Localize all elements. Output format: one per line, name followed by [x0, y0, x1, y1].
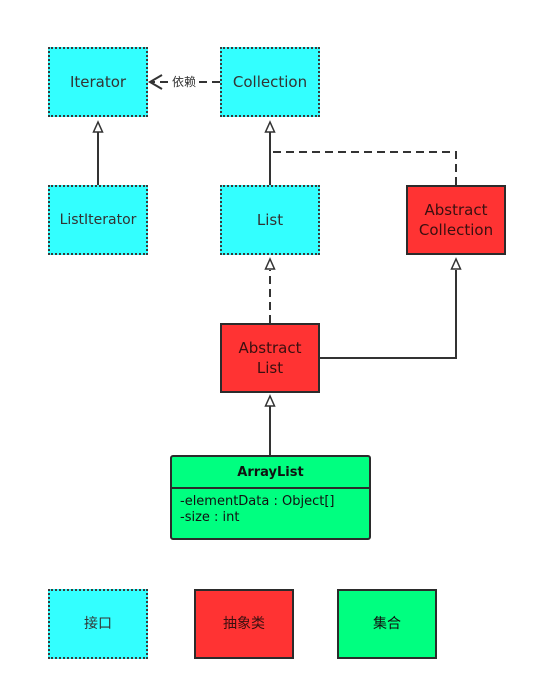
legend-interface-label: 接口: [84, 616, 112, 632]
edge-abstractcollection-to-collection: [270, 151, 457, 185]
arraylist-class[interactable]: ArrayList -elementData : Object[] -size …: [170, 455, 371, 540]
arraylist-attr-size: -size : int: [180, 510, 240, 525]
collection-node[interactable]: Collection: [220, 47, 320, 117]
abstractcollection-node[interactable]: Abstract Collection: [406, 185, 506, 255]
arraylist-title: ArrayList: [172, 457, 369, 489]
arraylist-attributes: -elementData : Object[] -size : int: [172, 489, 369, 526]
arraylist-attr-elementdata: -elementData : Object[]: [180, 494, 335, 509]
legend-interface: 接口: [48, 589, 148, 659]
dependency-label: 依赖: [171, 75, 198, 89]
iterator-label: Iterator: [69, 73, 127, 91]
abstractcollection-label-line1: Abstract: [424, 201, 488, 219]
list-node[interactable]: List: [220, 185, 320, 255]
abstractlist-node[interactable]: Abstract List: [220, 323, 320, 393]
collection-label: Collection: [232, 73, 308, 91]
edge-abstractlist-to-list: [264, 257, 276, 323]
legend-abstract-label: 抽象类: [223, 616, 265, 632]
abstractlist-label-line1: Abstract: [238, 339, 302, 357]
abstractcollection-label-line2: Collection: [418, 221, 494, 239]
iterator-node[interactable]: Iterator: [48, 47, 148, 117]
listiterator-node[interactable]: ListIterator: [48, 185, 148, 255]
edge-arraylist-to-abstractlist: [264, 394, 276, 455]
abstractlist-label-line2: List: [256, 359, 284, 377]
edge-listiterator-to-iterator: [92, 120, 104, 185]
list-label: List: [256, 211, 284, 229]
listiterator-label: ListIterator: [59, 212, 137, 228]
edge-list-to-collection: [264, 120, 276, 185]
legend-collection: 集合: [337, 589, 437, 659]
legend-collection-label: 集合: [373, 616, 401, 632]
legend-abstract: 抽象类: [194, 589, 294, 659]
edge-abstractlist-to-abstractcollection: [320, 257, 462, 359]
